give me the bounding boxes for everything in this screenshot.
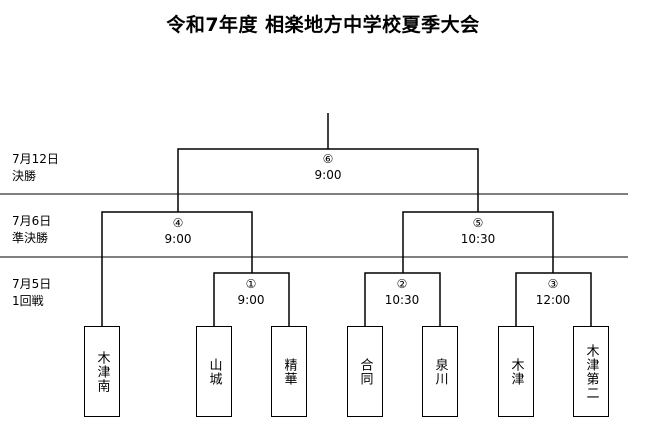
match-time: 9:00	[164, 232, 192, 246]
round-name: 1回戦	[12, 294, 44, 308]
team-box: 泉川	[422, 326, 458, 417]
round-name: 決勝	[12, 169, 37, 183]
match-2: ② 10:30	[367, 276, 437, 308]
team-name: 精華	[281, 357, 297, 386]
team-name: 木津南	[94, 350, 110, 393]
team-box: 木津	[498, 326, 534, 417]
team-box: 木津第二	[573, 326, 609, 417]
match-time: 9:00	[314, 168, 342, 182]
round1-1-bracket	[213, 272, 290, 326]
round-date: 7月5日	[12, 277, 52, 291]
match-5: ⑤ 10:30	[443, 215, 513, 247]
round-label-final: 7月12日 決勝	[12, 151, 59, 185]
semifinal-5-bracket	[402, 211, 554, 273]
match-number: ③	[547, 277, 559, 291]
team-box: 合同	[347, 326, 383, 417]
round-date: 7月6日	[12, 214, 52, 228]
team-box: 山城	[196, 326, 232, 417]
team-box: 木津南	[84, 326, 120, 417]
team-name: 木津第二	[583, 343, 599, 400]
match-number: ①	[245, 277, 257, 291]
team-name: 山城	[206, 357, 222, 386]
match-1: ① 9:00	[216, 276, 286, 308]
round-label-first: 7月5日 1回戦	[12, 276, 51, 310]
match-time: 10:30	[384, 293, 420, 307]
semifinal-4-bracket	[101, 211, 253, 326]
match-time: 12:00	[535, 293, 571, 307]
round1-3-bracket	[515, 272, 592, 326]
team-name: 合同	[357, 357, 373, 386]
match-time: 10:30	[460, 232, 496, 246]
round-name: 準決勝	[12, 231, 49, 245]
page-title: 令和7年度 相楽地方中学校夏季大会	[166, 14, 480, 36]
match-3: ③ 12:00	[518, 276, 588, 308]
match-number: ⑤	[472, 216, 484, 230]
round-label-semifinal: 7月6日 準決勝	[12, 213, 51, 247]
match-number: ②	[396, 277, 408, 291]
team-name: 泉川	[432, 357, 448, 386]
match-6: ⑥ 9:00	[293, 151, 363, 183]
match-time: 9:00	[237, 293, 265, 307]
match-number: ④	[172, 216, 184, 230]
final-bracket	[177, 148, 479, 212]
match-number: ⑥	[322, 152, 334, 166]
team-box: 精華	[271, 326, 307, 417]
round-date: 7月12日	[12, 152, 59, 166]
match-4: ④ 9:00	[143, 215, 213, 247]
round1-2-bracket	[364, 272, 441, 326]
team-name: 木津	[508, 357, 524, 386]
